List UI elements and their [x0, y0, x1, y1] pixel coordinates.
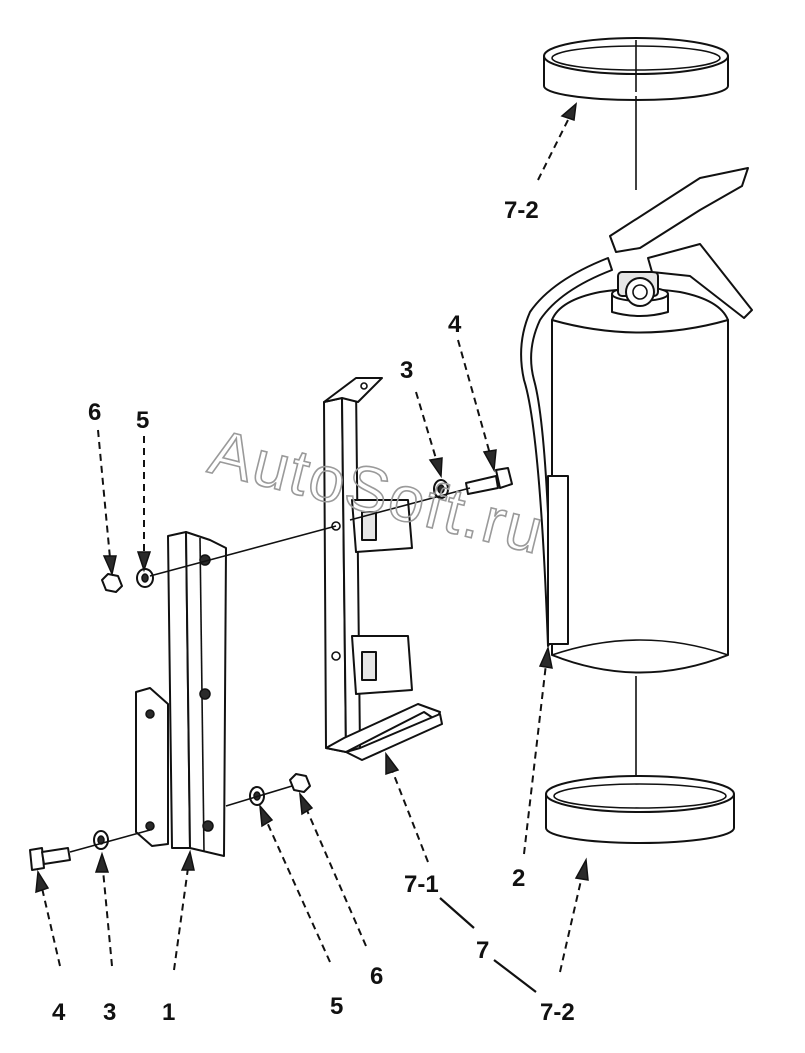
leader-lines: [35, 102, 589, 993]
callout-nut-left-top: 6: [88, 399, 101, 426]
callout-washer-right: 3: [400, 357, 413, 384]
callout-washer-bottom: 5: [330, 993, 343, 1020]
callout-nut-bottom: 6: [370, 963, 383, 990]
washer-left-top: [136, 568, 154, 588]
mounting-bracket: [135, 531, 227, 857]
axis-lower-left: [69, 829, 151, 853]
axis-upper: [149, 525, 337, 577]
callout-labels: 7-2 4 3 6 5 4 3 1 5 6 7-1 2 7 7-2: [52, 197, 575, 1026]
callout-washer-left-bottom: 3: [103, 999, 116, 1026]
nut-left-top: [101, 573, 123, 593]
callout-extinguisher: 2: [512, 865, 525, 892]
callout-holder: 7-1: [404, 871, 439, 898]
nut-bottom: [289, 773, 311, 793]
bolt-left-bottom: [29, 847, 71, 871]
bolt-right: [465, 467, 513, 495]
washer-right: [433, 479, 449, 499]
callout-bolt-left-bottom: 4: [52, 999, 66, 1026]
washer-left-bottom: [93, 830, 109, 850]
axis-lower-right: [225, 785, 293, 807]
bottom-band: [545, 775, 735, 844]
callout-bracket: 1: [162, 999, 175, 1026]
callout-assembly: 7: [476, 937, 489, 964]
callout-top-band: 7-2: [504, 197, 539, 224]
callout-bolt-right: 4: [448, 311, 462, 338]
fire-extinguisher: [520, 167, 753, 674]
top-band: [543, 37, 729, 101]
callout-bottom-band: 7-2: [540, 999, 575, 1026]
holder-bracket: [323, 377, 443, 761]
axis-right: [349, 487, 471, 521]
callout-washer-left-top: 5: [136, 407, 149, 434]
